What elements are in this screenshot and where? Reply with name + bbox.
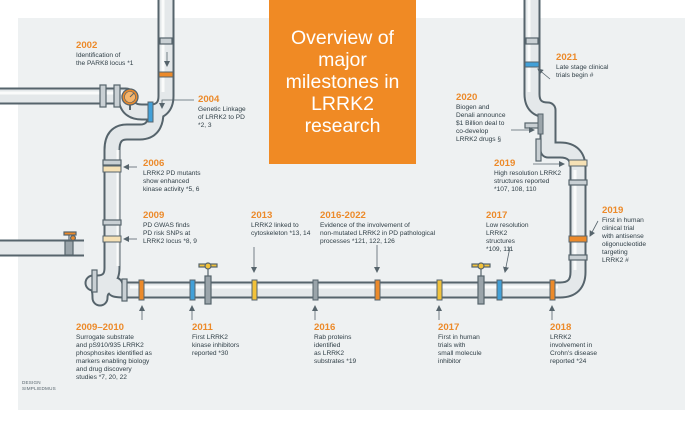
milestone-text: Late stage clinical trials begin # xyxy=(556,64,609,80)
marker-2019-a xyxy=(568,159,588,167)
milestone-2019-antisense-trial: 2019 First in human clinical trial with … xyxy=(602,205,677,266)
page-title: Overview of major milestones in LRRK2 re… xyxy=(285,27,400,137)
milestone-2011: 2011 First LRRK2 kinase inhibitors repor… xyxy=(192,322,272,358)
milestone-year: 2009–2010 xyxy=(76,322,125,333)
milestone-2009-2010: 2009–2010 Surrogate substrate and pS910/… xyxy=(76,322,191,383)
milestone-text: Identification of the PARK8 locus *1 xyxy=(76,52,134,68)
milestone-year: 2017 xyxy=(438,322,460,333)
milestone-text: First in human trials with small molecul… xyxy=(438,334,482,366)
marker-2017-a xyxy=(436,279,443,301)
milestone-2006: 2006 LRRK2 PD mutants show enhanced kina… xyxy=(143,158,243,194)
pressure-gauge-icon xyxy=(121,88,139,110)
marker-2021 xyxy=(524,61,540,68)
marker-2004 xyxy=(147,101,154,123)
arrow-2017-low xyxy=(503,246,511,273)
milestone-year: 2009 xyxy=(143,210,165,221)
milestone-2004: 2004 Genetic Linkage of LRRK2 to PD *2, … xyxy=(198,94,283,130)
marker-2016-2022 xyxy=(374,279,381,301)
marker-2016 xyxy=(312,279,319,301)
milestone-2018: 2018 LRRK2 involvement in Crohn's diseas… xyxy=(550,322,625,366)
marker-2013 xyxy=(251,279,258,301)
title-box: Overview of major milestones in LRRK2 re… xyxy=(269,0,416,164)
milestone-text: Genetic Linkage of LRRK2 to PD *2, 3 xyxy=(198,106,246,130)
milestone-2020: 2020 Biogen and Denali announce $1 Billi… xyxy=(456,92,536,144)
milestone-text: Rab proteins identified as LRRK2 substra… xyxy=(314,334,357,366)
milestone-2002: 2002 Identification of the PARK8 locus *… xyxy=(76,40,166,68)
milestone-text: LRRK2 linked to cytoskeleton *13, 14 xyxy=(251,222,311,238)
valve-icon-center xyxy=(198,262,218,305)
milestone-2017-low-resolution: 2017 Low resolution LRRK2 structures *10… xyxy=(486,210,541,254)
connector-arrows xyxy=(123,52,599,320)
marker-2006 xyxy=(102,165,122,173)
pipe-joints xyxy=(91,37,588,302)
marker-2018 xyxy=(549,279,556,301)
milestone-2021: 2021 Late stage clinical trials begin # xyxy=(556,52,646,80)
milestone-year: 2020 xyxy=(456,92,478,103)
milestone-year: 2016-2022 xyxy=(320,210,366,221)
marker-2020 xyxy=(537,113,544,135)
marker-2009 xyxy=(102,235,122,243)
milestone-text: Surrogate substrate and pS910/935 LRRK2 … xyxy=(76,334,152,382)
credit-line-1: DESIGN xyxy=(22,380,41,385)
arrow-2004 xyxy=(159,99,194,109)
milestone-text: LRRK2 involvement in Crohn's disease rep… xyxy=(550,334,598,366)
pipe-highlight xyxy=(0,0,575,287)
milestone-2013: 2013 LRRK2 linked to cytoskeleton *13, 1… xyxy=(251,210,346,238)
milestone-text: Biogen and Denali announce $1 Billion de… xyxy=(456,104,506,144)
milestone-year: 2006 xyxy=(143,158,165,169)
arrow-2019-asO xyxy=(589,220,599,237)
milestone-text: First LRRK2 kinase inhibitors reported *… xyxy=(192,334,240,358)
valve-icon-left xyxy=(63,231,77,256)
milestone-text: LRRK2 PD mutants show enhanced kinase ac… xyxy=(143,170,201,194)
milestone-text: High resolution LRRK2 structures reporte… xyxy=(494,170,562,194)
marker-2002 xyxy=(158,71,174,78)
arrow-2021 xyxy=(537,68,551,80)
milestone-year: 2004 xyxy=(198,94,220,105)
marker-2017-b xyxy=(496,279,503,301)
milestone-year: 2002 xyxy=(76,40,98,51)
milestone-2019-high-resolution: 2019 High resolution LRRK2 structures re… xyxy=(494,158,589,194)
milestone-year: 2021 xyxy=(556,52,578,63)
milestone-year: 2018 xyxy=(550,322,572,333)
design-credit: DESIGN SIMPLIEDMUS xyxy=(22,380,56,392)
valve-icon-right xyxy=(471,262,491,305)
milestone-text: Low resolution LRRK2 structures *109, 11… xyxy=(486,222,529,254)
milestone-year: 2013 xyxy=(251,210,273,221)
milestone-2017-first-in-human: 2017 First in human trials with small mo… xyxy=(438,322,513,366)
marker-2011 xyxy=(189,279,196,301)
milestone-2009: 2009 PD GWAS finds PD risk SNPs at LRRK2… xyxy=(143,210,243,246)
marker-2009-2010 xyxy=(138,279,145,301)
milestone-text: PD GWAS finds PD risk SNPs at LRRK2 locu… xyxy=(143,222,197,246)
milestone-year: 2019 xyxy=(602,205,624,216)
milestone-text: First in human clinical trial with antis… xyxy=(602,217,646,265)
milestone-year: 2011 xyxy=(192,322,213,333)
milestone-2016-2022: 2016-2022 Evidence of the involvement of… xyxy=(320,210,470,246)
milestone-year: 2019 xyxy=(494,158,516,169)
milestone-2016: 2016 Rab proteins identified as LRRK2 su… xyxy=(314,322,389,366)
milestone-year: 2017 xyxy=(486,210,508,221)
milestone-text: Evidence of the involvement of non-mutat… xyxy=(320,222,436,246)
marker-2019-b xyxy=(568,235,588,243)
milestone-year: 2016 xyxy=(314,322,336,333)
credit-line-2: SIMPLIEDMUS xyxy=(22,386,56,391)
pipe-markers xyxy=(102,61,588,301)
